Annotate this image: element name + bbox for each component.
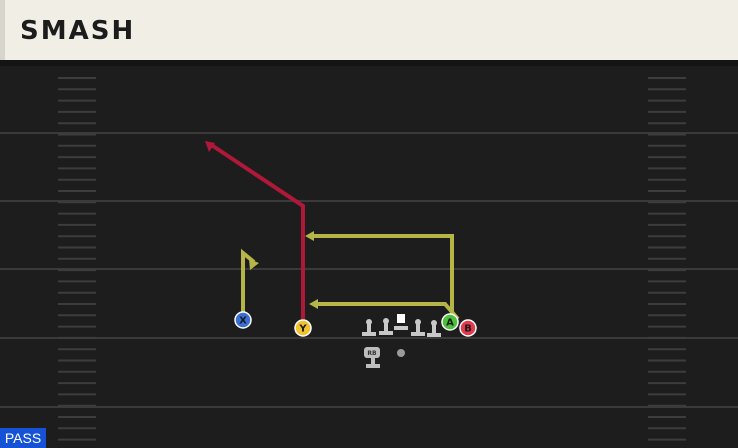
route-b-flat (316, 302, 460, 321)
player-label-x: X (239, 316, 247, 327)
player-label-rb: RB (367, 350, 377, 357)
yard-lines (0, 132, 738, 408)
player-marker (441, 313, 459, 331)
qb-dot-icon (397, 349, 405, 357)
play-title: SMASH (20, 16, 136, 46)
player-marker (459, 319, 477, 337)
arrowhead-icon (305, 231, 314, 241)
skill-players: X Y AB (234, 311, 477, 337)
center-icon (394, 314, 408, 330)
play-type-badge: PASS (0, 428, 46, 448)
route-a-out (312, 234, 454, 319)
player-y[interactable]: Y (294, 319, 312, 337)
lineman-icon (379, 318, 393, 335)
route-x-flat (241, 248, 256, 319)
play-header: SMASH (0, 0, 738, 60)
player-marker (294, 319, 312, 337)
lineman-icon (362, 319, 376, 336)
arrowhead-icon (309, 299, 318, 309)
field-diagram: RB X Y AB (0, 60, 738, 448)
player-label-a: A (446, 318, 454, 329)
player-a[interactable]: A (441, 313, 459, 331)
lineman-icon (427, 320, 441, 337)
offensive-line (362, 314, 441, 337)
routes (205, 141, 460, 321)
field-top-edge (0, 60, 738, 66)
arrowhead-icon (205, 141, 215, 152)
arrowhead-icon (249, 259, 259, 270)
player-x[interactable]: X (234, 311, 252, 329)
player-b[interactable]: B (459, 319, 477, 337)
player-label-y: Y (298, 324, 307, 335)
player-marker (234, 311, 252, 329)
player-label-b: B (464, 324, 472, 335)
route-y-corner (208, 142, 305, 319)
lineman-icon (411, 319, 425, 336)
player-rb[interactable]: RB (364, 347, 380, 368)
hash-marks (58, 77, 686, 441)
